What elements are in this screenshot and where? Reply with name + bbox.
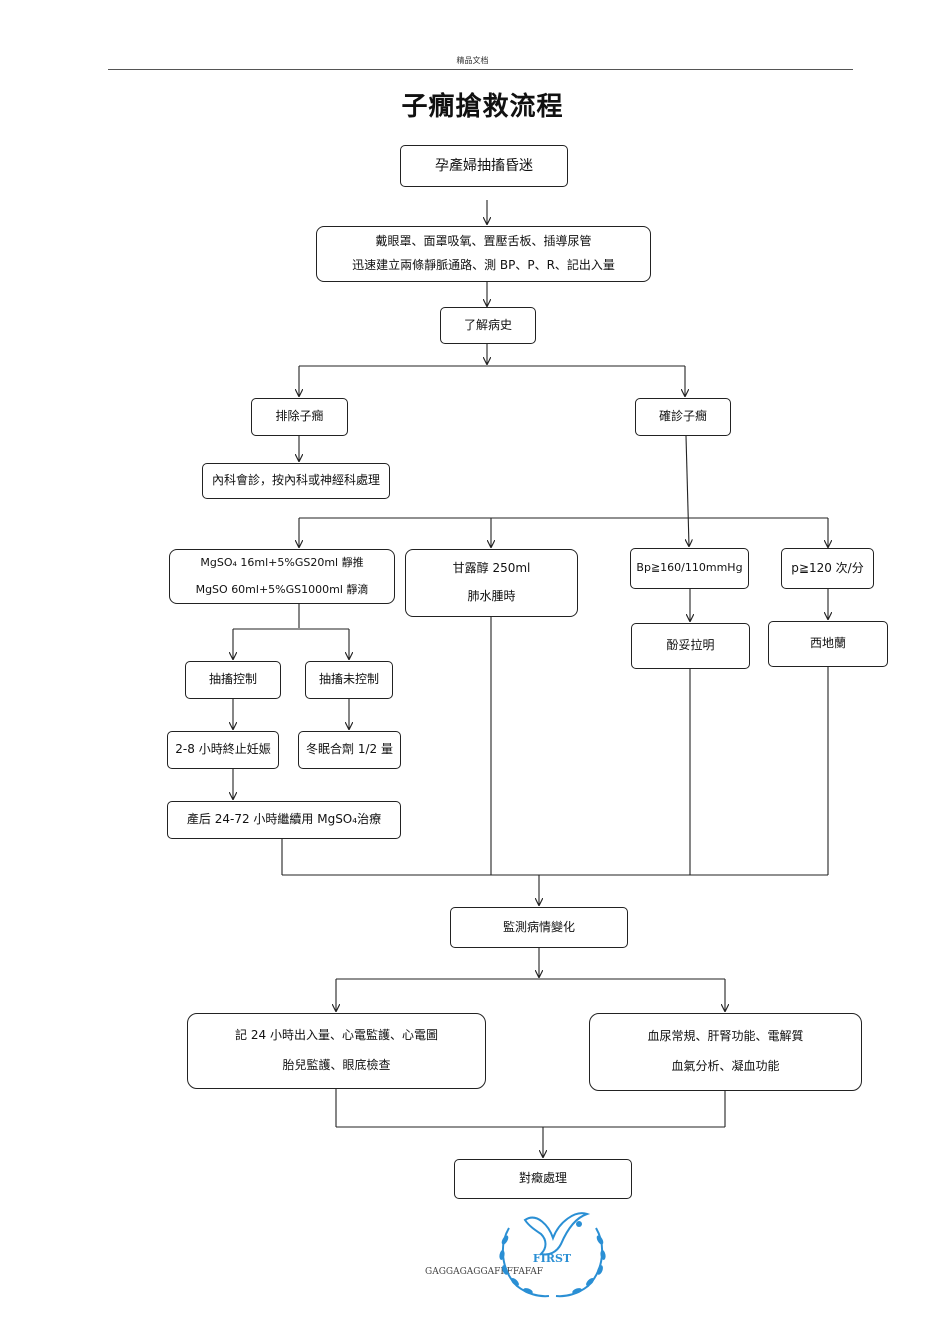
node-monitor: 監測病情變化 [450,907,628,948]
logo-text: FIRST [533,1252,572,1265]
node-records-line2: 胎兒監護、眼底檢查 [282,1058,391,1072]
node-first-aid: 戴眼罩、面罩吸氧、置壓舌板、插導尿管 迅速建立兩條靜脈通路、測 BP、P、R、記… [316,226,651,282]
node-cedilanid: 西地蘭 [768,621,888,667]
node-postpartum-label: 產后 24-72 小時繼續用 MgSO₄治療 [186,812,382,827]
node-pulse: p≧120 次/分 [781,548,874,589]
node-symptomatic-label: 對癥處理 [518,1171,567,1186]
node-start-label: 孕產婦抽搐昏迷 [435,157,533,174]
header-rule [108,69,853,70]
node-monitor-label: 監測病情變化 [502,919,575,934]
node-consult: 內科會診，按內科或神經科處理 [202,463,390,499]
node-mannitol-line2: 肺水腫時 [467,589,516,603]
node-symptomatic: 對癥處理 [454,1159,632,1199]
dove-wreath-logo: FIRST [499,1212,606,1298]
node-records: 記 24 小時出入量、心電監護、心電圖 胎兒監護、眼底檢查 [187,1013,486,1089]
node-mannitol-line1: 甘露醇 250ml [452,561,531,576]
node-bp: Bp≧160/110mmHg [630,548,749,589]
page-title: 子癇搶救流程 [401,92,564,122]
node-first-aid-line1: 戴眼罩、面罩吸氧、置壓舌板、插導尿管 [375,234,592,249]
page-header: 精品文档 [456,56,489,65]
node-history-label: 了解病史 [463,317,512,332]
node-start: 孕產婦抽搐昏迷 [400,145,568,187]
node-uncontrolled: 抽搐未控制 [305,661,393,699]
node-history: 了解病史 [440,307,536,344]
node-postpartum: 產后 24-72 小時繼續用 MgSO₄治療 [167,801,401,839]
node-mannitol: 甘露醇 250ml 肺水腫時 [405,549,578,617]
node-exclude-label: 排除子癇 [275,409,324,424]
node-bp-label: Bp≧160/110mmHg [636,561,743,575]
node-exclude: 排除子癇 [251,398,348,436]
node-records-line1: 記 24 小時出入量、心電監護、心電圖 [235,1028,438,1043]
node-uncontrolled-label: 抽搐未控制 [318,672,379,687]
node-labs: 血尿常規、肝腎功能、電解質 血氣分析、凝血功能 [589,1013,862,1091]
node-pulse-label: p≧120 次/分 [791,560,864,575]
node-mgso4-line1: MgSO₄ 16ml+5%GS20ml 靜推 [200,556,364,570]
node-mgso4-line2: MgSO 60ml+5%GS1000ml 靜滴 [195,582,369,596]
node-terminate-label: 2-8 小時終止妊娠 [175,742,271,757]
node-labs-line2: 血氣分析、凝血功能 [671,1059,780,1073]
node-cedilanid-label: 西地蘭 [809,636,846,651]
footer-text: GAGGAGAGGAFFFFAFAF [425,1267,544,1277]
node-phentolamine: 酚妥拉明 [631,623,750,669]
node-first-aid-line2: 迅速建立兩條靜脈通路、測 BP、P、R、記出入量 [352,258,615,272]
node-hibernation-label: 冬眠合劑 1/2 量 [306,742,393,757]
node-hibernation: 冬眠合劑 1/2 量 [298,731,401,769]
node-phentolamine-label: 酚妥拉明 [666,638,715,653]
node-controlled-label: 抽搐控制 [208,672,257,687]
node-terminate: 2-8 小時終止妊娠 [167,731,279,769]
node-controlled: 抽搐控制 [185,661,281,699]
node-labs-line1: 血尿常規、肝腎功能、電解質 [647,1029,804,1044]
node-consult-label: 內科會診，按內科或神經科處理 [211,473,380,488]
node-confirm: 確診子癇 [635,398,731,436]
node-mgso4: MgSO₄ 16ml+5%GS20ml 靜推 MgSO 60ml+5%GS100… [169,549,395,604]
node-confirm-label: 確診子癇 [658,409,707,424]
